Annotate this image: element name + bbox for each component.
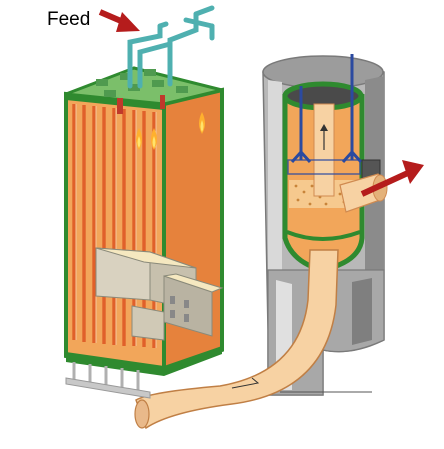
flame-icon	[117, 95, 205, 150]
feed-piping	[127, 5, 215, 89]
thermowell-icon	[290, 54, 363, 164]
reformer-furnace	[64, 66, 224, 399]
transfer-line	[134, 249, 339, 430]
feed-arrow-icon	[98, 9, 140, 32]
outlet-arrow-icon	[360, 160, 424, 197]
feed-label: Feed	[47, 9, 91, 30]
